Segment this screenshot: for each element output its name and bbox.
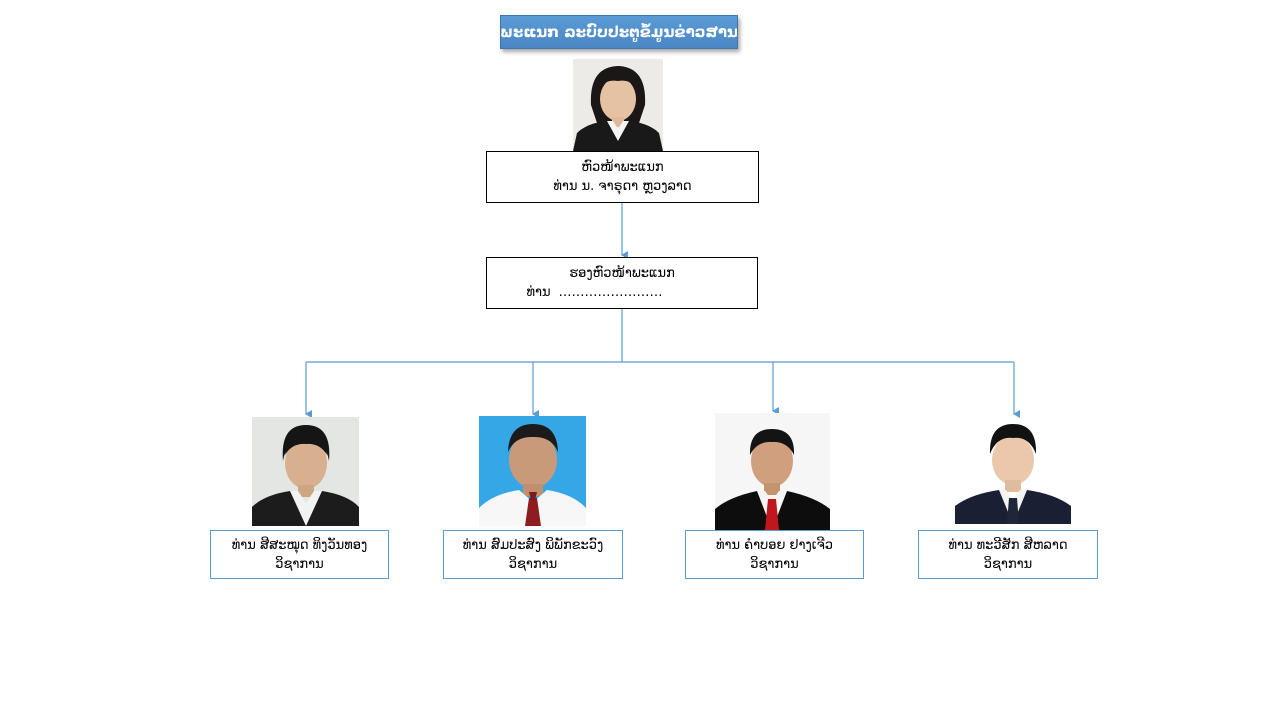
staff-4-photo (955, 418, 1071, 524)
staff-3-title: ວິຊາການ (750, 556, 799, 572)
staff-3-name: ທ່ານ ຄຳບອຍ ຢາງເຈີວ (715, 537, 834, 553)
staff-3-box: ທ່ານ ຄຳບອຍ ຢາງເຈີວ ວິຊາການ (685, 530, 864, 579)
staff-2-name: ທ່ານ ສົມປະສົງ ພິພັກຂະວົງ (462, 537, 604, 553)
deputy-box: ຮອງຫົວໜ້າພະແນກ ທ່ານ …………………… (486, 257, 758, 309)
head-name: ທ່ານ ນ. ຈາຣຸດາ ຫຼວງລາດ (553, 179, 692, 194)
deputy-name-placeholder: …………………… (558, 285, 663, 300)
deputy-name-line: ທ່ານ …………………… (526, 283, 662, 302)
head-box: ຫົວໜ້າພະແນກ ທ່ານ ນ. ຈາຣຸດາ ຫຼວງລາດ (486, 151, 759, 203)
staff-1-title: ວິຊາການ (275, 556, 324, 572)
chart-title-banner: ພະແນກ ລະບົບປະຕູຂໍ້ມູນຂ່າວສານ (500, 15, 738, 49)
staff-4-box: ທ່ານ ທະວີສັກ ສີຫລາດ ວິຊາການ (918, 530, 1098, 579)
staff-1-name: ທ່ານ ສີສະໝຸດ ທິງວັນທອງ (231, 537, 368, 553)
staff-1-photo (252, 417, 359, 526)
staff-3-photo (715, 413, 830, 530)
deputy-role: ຮອງຫົວໜ້າພະແນກ (569, 266, 675, 281)
staff-4-name: ທ່ານ ທະວີສັກ ສີຫລາດ (948, 537, 1068, 553)
staff-4-title: ວິຊາການ (983, 556, 1033, 572)
staff-1-box: ທ່ານ ສີສະໝຸດ ທິງວັນທອງ ວິຊາການ (210, 530, 389, 579)
staff-2-photo (479, 416, 586, 526)
head-photo (573, 59, 663, 151)
head-role: ຫົວໜ້າພະແນກ (581, 160, 664, 175)
deputy-name-prefix: ທ່ານ (526, 285, 551, 300)
staff-2-title: ວິຊາການ (508, 556, 558, 572)
staff-2-box: ທ່ານ ສົມປະສົງ ພິພັກຂະວົງ ວິຊາການ (443, 530, 623, 579)
